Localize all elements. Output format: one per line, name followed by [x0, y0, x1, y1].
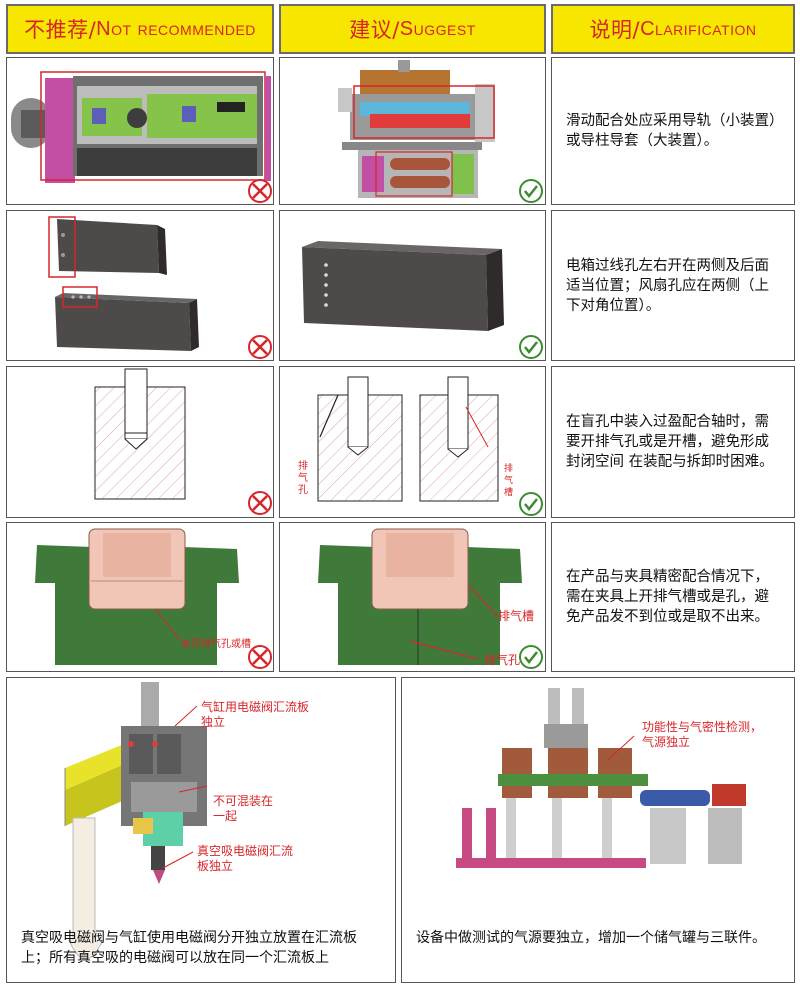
- valve-manifold-caption: 真空吸电磁阀与气缸使用电磁阀分开独立放置在汇流板上；所有真空吸的电磁阀可以放在同…: [21, 930, 357, 966]
- check-icon: [519, 492, 543, 516]
- cylinder-valve-label: 气缸用电磁阀汇流板独立: [201, 700, 310, 729]
- row4-good-image: 排气槽 排气孔: [279, 522, 546, 672]
- check-icon: [519, 179, 543, 203]
- header-clarification: 说明/Clarification: [551, 4, 795, 54]
- row4-bad-image: 未开排气孔或槽: [6, 522, 274, 672]
- row3-note: 在盲孔中装入过盈配合轴时，需要开排气孔或是开槽，避免形成封闭空间 在装配与拆卸时…: [566, 414, 774, 470]
- row1-note: 滑动配合处应采用导轨（小装置）或导柱导套（大装置）。: [566, 113, 777, 149]
- cross-icon: [248, 645, 272, 669]
- check-icon: [519, 645, 543, 669]
- row1-good-image: [279, 57, 546, 205]
- electric-box-bad-illustration: [48, 216, 199, 351]
- vent-hole-label: 排气孔: [298, 461, 308, 496]
- no-mix-label: 不可混装在一起: [213, 794, 274, 823]
- vent-hole-label-2: 排气孔: [484, 653, 521, 667]
- cross-icon: [248, 179, 272, 203]
- test-station-illustration: [456, 688, 746, 868]
- fixture-good-illustration: [318, 528, 522, 665]
- test-air-label: 功能性与气密性检测，气源独立: [642, 720, 763, 749]
- header-suggest: 建议/Suggest: [279, 4, 546, 54]
- valve-manifold-panel: 气缸用电磁阀汇流板独立 不可混装在一起 真空吸电磁阀汇流板独立 真空吸电磁阀与气…: [6, 677, 396, 983]
- header-not-recommended-cn: 不推荐/: [24, 18, 97, 42]
- header-clarification-cn: 说明/: [589, 18, 641, 42]
- cross-icon: [248, 335, 272, 359]
- blind-hole-bad-illustration: [94, 368, 186, 500]
- check-icon: [519, 335, 543, 359]
- row2-clarification: 电箱过线孔左右开在两侧及后面适当位置；风扇孔应在两侧（上下对角位置）。: [551, 210, 795, 361]
- header-not-recommended: 不推荐/Not recommended: [6, 4, 274, 54]
- vent-slot-label: 排气槽: [504, 464, 514, 498]
- row2-bad-image: [6, 210, 274, 361]
- row1-bad-image: [6, 57, 274, 205]
- valve-assembly-illustration: [64, 682, 208, 960]
- slide-assembly-bad-illustration: [11, 71, 271, 183]
- row4-clarification: 在产品与夹具精密配合情况下，需在夹具上开排气槽或是孔，避免产品发不到位或是取不出…: [551, 522, 795, 672]
- row1-clarification: 滑动配合处应采用导轨（小装置）或导柱导套（大装置）。: [551, 57, 795, 205]
- cross-icon: [248, 491, 272, 515]
- row3-good-image: 排气孔 排气槽: [279, 366, 546, 518]
- vent-slot-label-2: 排气槽: [498, 609, 535, 623]
- row2-good-image: [279, 210, 546, 361]
- electric-box-good-illustration: [302, 241, 504, 331]
- test-air-caption: 设备中做测试的气源要独立，增加一个储气罐与三联件。: [416, 930, 766, 946]
- blind-hole-good-illustration: [317, 376, 499, 502]
- no-vent-label: 未开排气孔或槽: [181, 639, 251, 650]
- header-not-recommended-en: Not recommended: [96, 17, 256, 40]
- row2-note: 电箱过线孔左右开在两侧及后面适当位置；风扇孔应在两侧（上下对角位置）。: [566, 257, 769, 314]
- header-clarification-en: Clarification: [640, 17, 757, 40]
- row3-bad-image: [6, 366, 274, 518]
- row4-note: 在产品与夹具精密配合情况下，需在夹具上开排气槽或是孔，避免产品发不到位或是取不出…: [566, 569, 769, 625]
- fixture-bad-illustration: [35, 528, 239, 665]
- header-suggest-cn: 建议/: [349, 18, 400, 42]
- vacuum-valve-label: 真空吸电磁阀汇流板独立: [197, 844, 294, 873]
- slide-assembly-good-illustration: [338, 60, 495, 198]
- row3-clarification: 在盲孔中装入过盈配合轴时，需要开排气孔或是开槽，避免形成封闭空间 在装配与拆卸时…: [551, 366, 795, 518]
- test-air-panel: 功能性与气密性检测，气源独立 设备中做测试的气源要独立，增加一个储气罐与三联件。: [401, 677, 795, 983]
- header-suggest-en: Suggest: [399, 17, 476, 40]
